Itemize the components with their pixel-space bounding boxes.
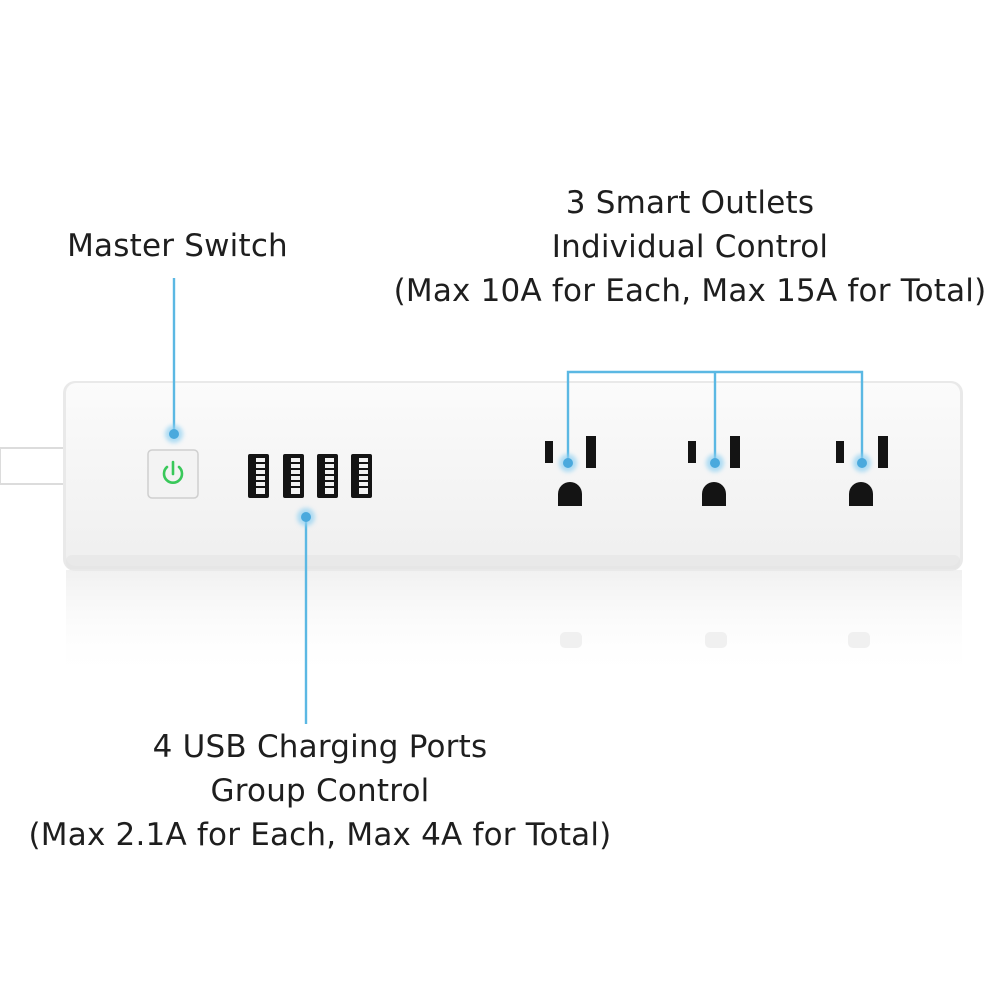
callout-dots <box>165 425 871 526</box>
usb-port-group <box>248 454 372 498</box>
power-icon <box>162 460 184 484</box>
power-cord <box>0 447 71 485</box>
usb-ports-title: 4 USB Charging Ports <box>152 729 488 765</box>
master-switch-button[interactable] <box>147 449 199 499</box>
usb-port-icon[interactable] <box>283 454 304 498</box>
callout-lines <box>172 278 864 724</box>
strip-reflection <box>66 570 962 680</box>
us-outlet-icon[interactable] <box>836 436 888 506</box>
usb-port-icon[interactable] <box>351 454 372 498</box>
usb-port-icon[interactable] <box>248 454 269 498</box>
smart-outlets-limits: (Max 10A for Each, Max 15A for Total) <box>393 273 987 309</box>
power-strip-body <box>63 381 963 571</box>
master-switch-title: Master Switch <box>67 228 288 264</box>
usb-ports-label: 4 USB Charging Ports Group Control (Max … <box>0 725 640 857</box>
us-outlet-icon[interactable] <box>688 436 740 506</box>
us-outlet-icon[interactable] <box>545 436 596 506</box>
usb-port-icon[interactable] <box>317 454 338 498</box>
master-switch-label: Master Switch <box>40 224 315 268</box>
smart-outlets-title: 3 Smart Outlets <box>565 185 815 221</box>
usb-ports-limits: (Max 2.1A for Each, Max 4A for Total) <box>28 817 612 853</box>
usb-ports-subtitle: Group Control <box>210 773 430 809</box>
smart-outlets-subtitle: Individual Control <box>551 229 829 265</box>
smart-outlets-label: 3 Smart Outlets Individual Control (Max … <box>380 181 1000 313</box>
